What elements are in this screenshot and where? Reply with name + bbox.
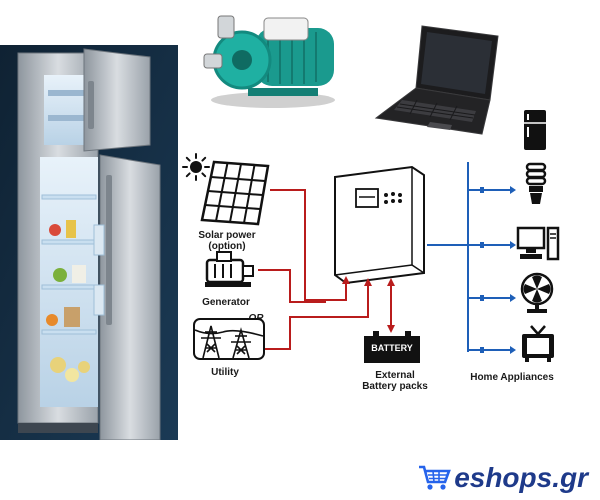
- tv-icon: [519, 324, 557, 364]
- brand-logo[interactable]: eshops.gr: [418, 462, 588, 494]
- fridge-icon: [522, 108, 548, 152]
- cart-icon: [418, 464, 452, 492]
- fan-icon: [518, 272, 556, 314]
- home-appliances-label: Home Appliances: [462, 372, 562, 383]
- bulb-icon: [521, 160, 551, 210]
- computer-icon: [516, 225, 560, 261]
- brand-text: eshops.gr: [454, 462, 588, 494]
